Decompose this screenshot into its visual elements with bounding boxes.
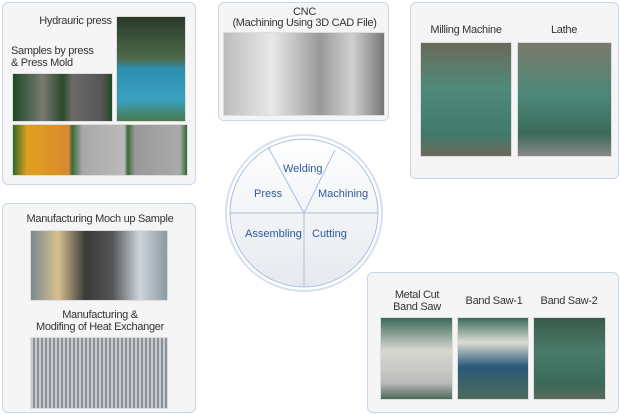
milling-lathe-panel: Milling Machine Lathe	[410, 2, 619, 179]
hydraulic-press-photo	[116, 16, 186, 122]
press-panel: Hydrauric press Samples by press & Press…	[2, 2, 196, 185]
heat-exchanger-photo	[30, 337, 168, 409]
segment-press: Press	[254, 188, 283, 200]
milling-machine-photo	[420, 42, 512, 157]
process-circle	[225, 134, 383, 292]
hydraulic-press-label: Hydrauric press	[39, 15, 112, 27]
cnc-subtitle: (Machining Using 3D CAD File)	[232, 17, 377, 29]
samples-label-line2: & Press Mold	[11, 57, 73, 69]
metal-cut-label-line2: Band Saw	[393, 301, 441, 313]
press-molds-photo	[12, 124, 188, 176]
band-saw-2-photo	[533, 317, 606, 400]
heat-exchanger-label-line1: Manufacturing &	[62, 309, 138, 321]
cnc-machine-photo	[223, 32, 385, 116]
heat-exchanger-label-line2: Modifing of Heat Exchanger	[36, 321, 164, 333]
mockup-sample-photo	[30, 230, 168, 301]
band-saw-1-photo	[457, 317, 529, 400]
mockup-panel: Manufacturing Moch up Sample Manufacturi…	[2, 203, 196, 413]
lathe-label: Lathe	[550, 24, 578, 36]
band-saw-panel: Metal Cut Band Saw Band Saw-1 Band Saw-2	[367, 272, 619, 413]
samples-label-line1: Samples by press	[11, 45, 94, 57]
lathe-photo	[517, 42, 612, 157]
cnc-title: CNC	[293, 6, 316, 18]
segment-machining: Machining	[318, 188, 369, 200]
press-samples-photo	[12, 73, 113, 122]
metal-cut-band-saw-photo	[380, 317, 453, 400]
milling-machine-label: Milling Machine	[430, 24, 502, 36]
segment-cutting: Cutting	[312, 228, 347, 240]
band-saw-2-label: Band Saw-2	[540, 295, 598, 307]
segment-assembling: Assembling	[245, 228, 302, 240]
band-saw-1-label: Band Saw-1	[465, 295, 523, 307]
metal-cut-label-line1: Metal Cut	[394, 289, 440, 301]
segment-welding: Welding	[283, 163, 323, 175]
mockup-label: Manufacturing Moch up Sample	[26, 213, 174, 225]
cnc-panel: CNC (Machining Using 3D CAD File)	[218, 2, 389, 121]
